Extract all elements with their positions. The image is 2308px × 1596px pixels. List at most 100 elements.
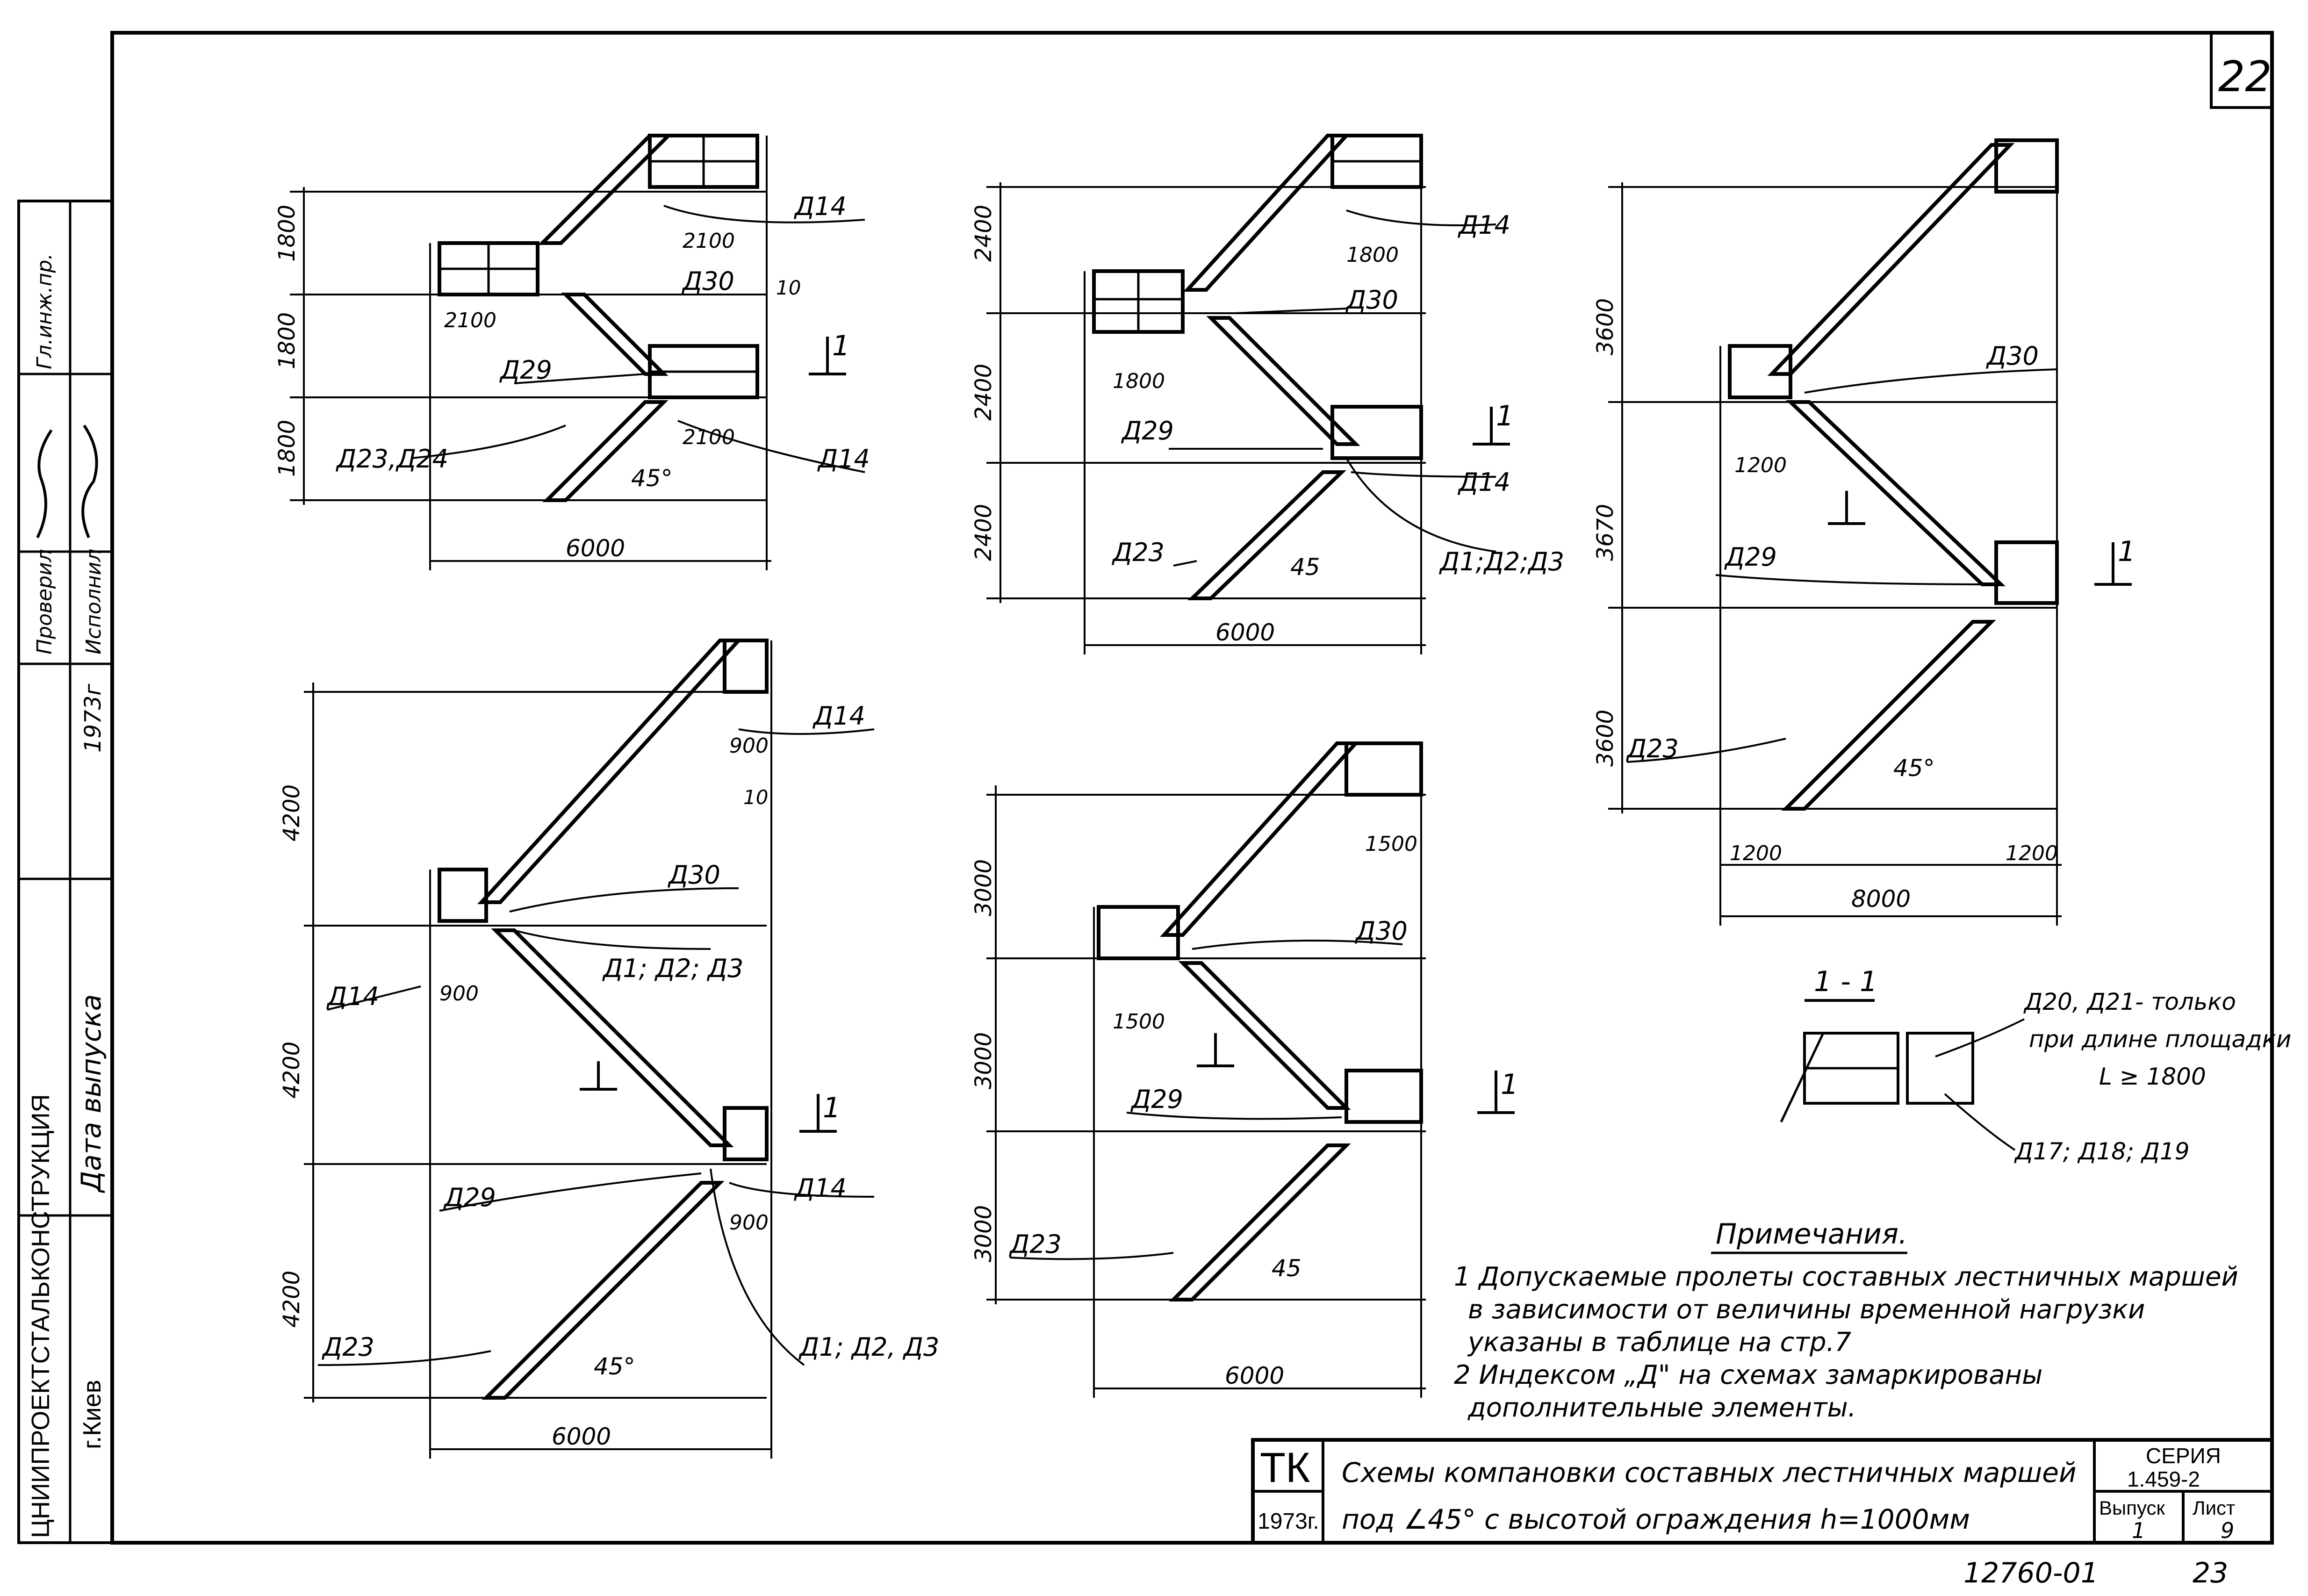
section-label-bottom: Д17; Д18; Д19 [2014,1138,2190,1165]
scheme-d-gap: 10 [743,786,768,809]
scheme-d-landing-upper: 900 [729,734,769,758]
scheme-b-d14-bottom: Д14 [1458,467,1510,497]
scheme-b-landing-upper: 1800 [1346,243,1399,267]
scheme-c-landing-left: 1200 [1730,841,1782,865]
title-line-2: под ∠45° с высотой ограждения h=1000мм [1342,1503,1970,1535]
scheme-d-h3: 4200 [279,1271,305,1328]
scheme-a: 1800 1800 1800 6000 2100 2100 2100 10 45… [274,134,870,570]
scheme-d-d30: Д30 [668,860,720,890]
scheme-c-width: 8000 [1851,885,1911,913]
scheme-b-d29: Д29 [1121,416,1174,446]
scheme-d-d14-top: Д14 [812,701,865,731]
scheme-c-d30: Д30 [1986,341,2039,371]
stamp-checker: Проверил [33,549,57,654]
scheme-a-d29: Д29 [499,355,552,385]
scheme-d-landing-lower: 900 [729,1211,769,1235]
scheme-d-width: 6000 [552,1423,611,1450]
scheme-b-h3: 2400 [971,504,997,561]
title-line-1: Схемы компановки составных лестничных ма… [1342,1457,2077,1488]
note-1-line-1: 1 Допускаемые пролеты составных лестничн… [1454,1262,2238,1292]
issue-label: Выпуск [2099,1497,2165,1519]
scheme-a-d30: Д30 [682,266,734,296]
scheme-e-h3: 3000 [971,1205,997,1262]
scheme-e-d23: Д23 [1009,1229,1062,1259]
scheme-e-h2: 3000 [971,1032,997,1089]
scheme-d-d23: Д23 [322,1332,374,1362]
scheme-c-landing-right: 1200 [2006,841,2058,865]
scheme-e-landing-mid: 1500 [1113,1010,1165,1034]
series-value: 1.459-2 [2127,1467,2200,1491]
scheme-a-h1: 1800 [274,205,300,262]
scheme-e-width: 6000 [1225,1362,1284,1389]
series-label: СЕРИЯ [2146,1444,2221,1468]
scheme-a-landing-mid: 2100 [444,309,496,332]
scheme-a-landing-upper: 2100 [683,229,735,253]
section-title: 1 - 1 [1814,965,1877,998]
page-number: 22 [2218,52,2272,101]
sheet-value: 9 [2221,1518,2234,1543]
scheme-d-d1-bottom: Д1; Д2, Д3 [798,1332,939,1362]
title-block: ТК 1973г. Схемы компановки составных лес… [1251,1438,2274,1545]
section-label-top2: при длине площадки [2029,1026,2291,1053]
scheme-a-d14-top: Д14 [794,192,847,221]
scheme-a-angle: 45° [631,465,673,492]
scheme-d-h1: 4200 [279,784,305,841]
page-number-box [2210,31,2273,109]
stamp-executor: Исполнил [82,549,106,654]
scheme-a-d23: Д23,Д24 [336,444,448,474]
note-2-line-1: 2 Индексом „Д" на схемах замаркированы [1454,1360,2042,1390]
sheet-label: Лист [2193,1497,2235,1519]
note-1-line-3: указаны в таблице на стр.7 [1467,1327,1851,1358]
scheme-d-section: 1 [823,1092,841,1124]
scheme-d: 4200 4200 4200 6000 900 900 900 10 45° Д… [279,639,939,1459]
scheme-b-width: 6000 [1215,619,1275,646]
scheme-c: 3600 3670 3600 8000 1200 1200 1200 45° Д… [1592,138,2135,926]
scheme-d-d1-top: Д1; Д2; Д3 [602,954,743,983]
scheme-b-d23: Д23 [1112,538,1165,567]
scheme-c-h2: 3670 [1592,504,1618,561]
scheme-d-landing-mid: 900 [439,982,479,1006]
scheme-a-section: 1 [832,330,850,362]
stamp-org: ЦНИИПРОЕКТСТАЛЬКОНСТРУКЦИЯ [27,1094,55,1538]
scheme-e-section: 1 [1501,1068,1518,1101]
scheme-a-gap: 10 [776,276,801,299]
scheme-b-landing-mid: 1800 [1113,369,1165,393]
scheme-b: 2400 2400 2400 6000 1800 1800 45 Д14 Д30… [971,134,1564,654]
scheme-b-d1: Д1;Д2;Д3 [1439,547,1564,576]
doc-number: 12760-01 [1963,1557,2099,1589]
scheme-e-angle: 45 [1272,1255,1301,1282]
scheme-e-landing-upper: 1500 [1365,832,1417,856]
section-label-top3: L ≥ 1800 [2099,1063,2206,1090]
stamp-year: 1973г [80,683,106,753]
scheme-a-width: 6000 [566,535,625,562]
side-stamp: ЦНИИПРОЕКТСТАЛЬКОНСТРУКЦИЯ г.Киев Дата в… [17,200,114,1544]
scheme-e-d29: Д29 [1130,1085,1183,1114]
scheme-d-d14-bottom: Д14 [794,1173,847,1203]
note-1-line-2: в зависимости от величины временной нагр… [1468,1294,2145,1325]
scheme-c-landing-mid: 1200 [1734,453,1787,477]
scheme-e-h1: 3000 [971,859,997,916]
scheme-b-angle: 45 [1290,554,1320,581]
scheme-a-d14-bottom: Д14 [817,444,870,474]
issue-value: 1 [2132,1518,2145,1543]
scheme-d-angle: 45° [594,1353,635,1380]
stamp-chief: Гл.инж.пр. [33,253,57,369]
scheme-b-section: 1 [1496,400,1514,432]
notes: Примечания. 1 Допускаемые пролеты состав… [1454,1218,2238,1423]
stamp-row2: Дата выпуска [75,994,107,1193]
scheme-d-d29: Д29 [443,1183,496,1212]
scheme-c-h1: 3600 [1592,298,1618,355]
notes-heading: Примечания. [1716,1218,1907,1251]
note-2-line-2: дополнительные элементы. [1467,1393,1856,1423]
title-year: 1973г. [1258,1509,1319,1534]
scheme-c-angle: 45° [1893,755,1935,782]
section-label-top: Д20, Д21- только [2023,988,2236,1015]
scheme-a-h2: 1800 [274,312,300,369]
scheme-e-d30: Д30 [1355,916,1408,946]
scheme-b-h2: 2400 [971,364,997,421]
scheme-a-h3: 1800 [274,420,300,477]
scheme-c-section: 1 [2118,535,2135,568]
stamp-city: г.Киев [78,1380,106,1449]
scheme-c-d29: Д29 [1724,542,1777,572]
